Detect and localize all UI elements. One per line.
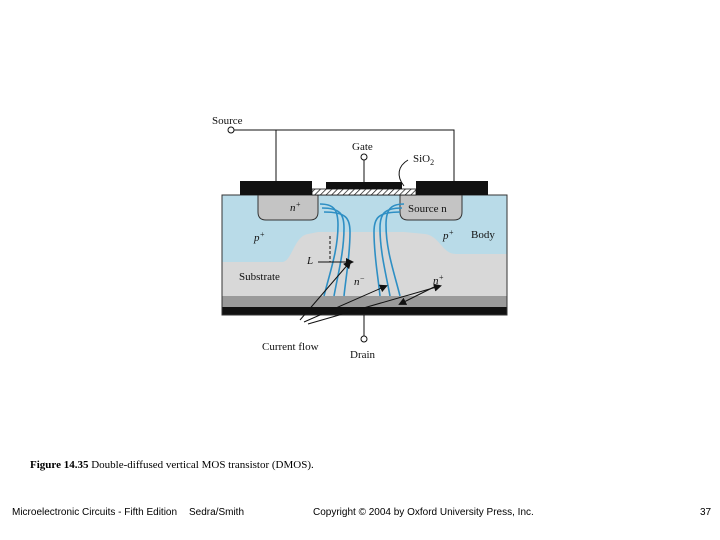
p-plus-left-label: p+ xyxy=(253,230,265,244)
current-arrow-bottom xyxy=(398,285,437,305)
body-label: Body xyxy=(471,229,495,241)
current-arrow-2 xyxy=(303,284,388,323)
source-n-label: Source n xyxy=(408,203,447,215)
L-label: L xyxy=(306,255,313,267)
footer-authors: Sedra/Smith xyxy=(189,507,245,518)
footer-copyright: Copyright © 2004 by Oxford University Pr… xyxy=(313,507,534,518)
current-arrow-1 xyxy=(299,260,352,321)
sio2-label: SiO2 xyxy=(413,153,434,167)
p-plus-right-label: p+ xyxy=(442,228,454,242)
substrate-label: Substrate xyxy=(239,271,280,283)
n-plus-left-label: n+ xyxy=(290,200,301,214)
figure-caption: Figure 14.35 Double-diffused vertical MO… xyxy=(30,459,314,471)
current-flow-lines xyxy=(319,203,405,297)
current-flow-label: Current flow xyxy=(262,341,319,353)
sio2-pointer xyxy=(398,159,409,187)
figure-number: Figure 14.35 xyxy=(30,459,89,471)
n-minus-label: n− xyxy=(354,274,365,288)
n-plus-bottom-label: n+ xyxy=(433,273,444,287)
gate-terminal xyxy=(360,153,368,161)
source-contact-left xyxy=(240,181,312,195)
gate-oxide xyxy=(311,188,417,196)
current-arrow-3 xyxy=(307,283,442,325)
n-plus-source-left xyxy=(257,194,319,221)
substrate-region xyxy=(222,232,507,296)
drain-terminal xyxy=(360,335,368,343)
source-label: Source xyxy=(212,115,243,127)
figure-caption-text: Double-diffused vertical MOS transistor … xyxy=(91,459,314,471)
drain-metal xyxy=(222,307,507,315)
source-terminal xyxy=(227,126,235,134)
drain-label: Drain xyxy=(350,349,376,361)
source-contact-right xyxy=(416,181,488,195)
footer-page-number: 37 xyxy=(700,507,712,518)
n-plus-bottom-layer xyxy=(222,296,507,307)
gate-label: Gate xyxy=(352,141,373,153)
n-plus-source-right xyxy=(399,194,463,221)
gate-electrode xyxy=(326,182,402,189)
footer-book-title: Microelectronic Circuits - Fifth Edition xyxy=(12,507,178,518)
source-wire xyxy=(234,129,455,181)
